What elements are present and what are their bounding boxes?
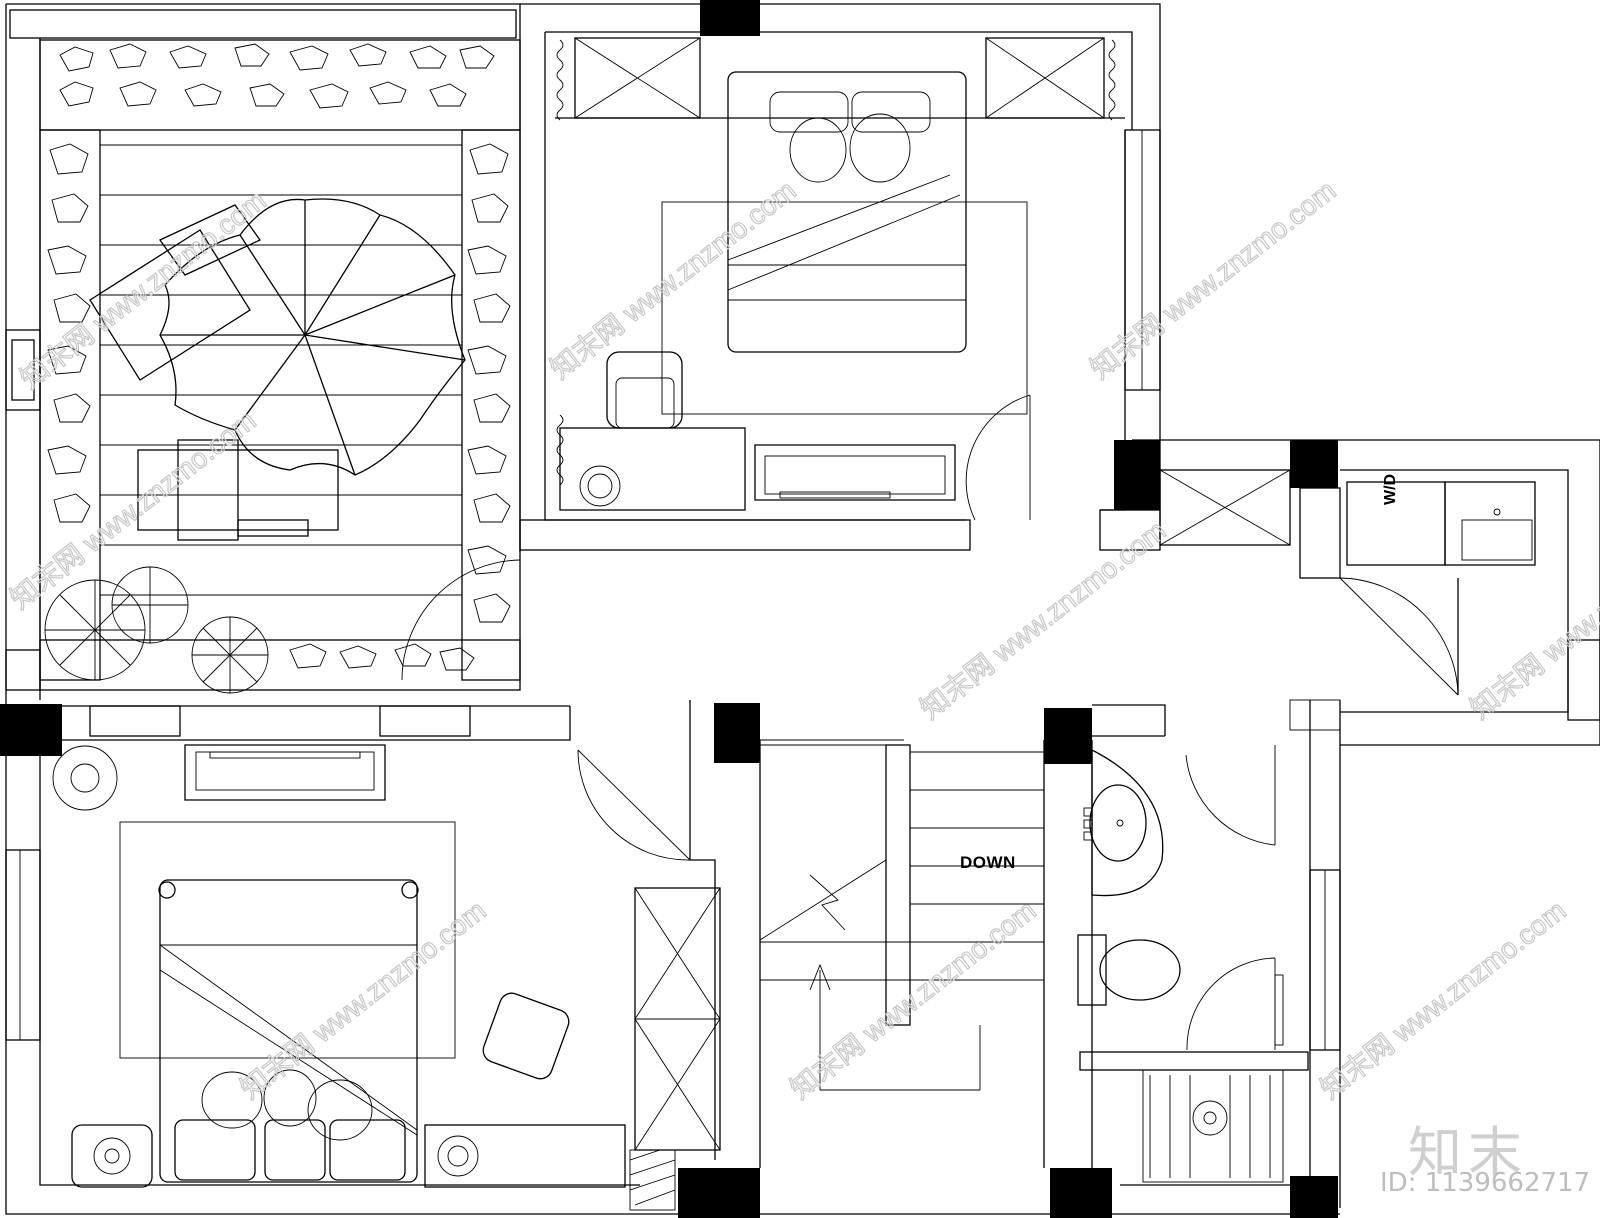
outdoor-table — [137, 439, 339, 541]
hall-and-stairs — [629, 700, 1093, 1211]
watermark-site-5: 知末网 www.znzmo.com — [915, 514, 1172, 724]
watermark-site-9: 知末网 www.znzmo.com — [1315, 894, 1572, 1104]
patio-umbrella — [159, 198, 466, 476]
lower-bedroom — [5, 705, 691, 1188]
watermark-site-3: 知末网 www.znzmo.com — [1085, 174, 1342, 384]
watermark-site-8: 知末网 www.znzmo.com — [785, 894, 1042, 1104]
stair-treads — [760, 751, 1044, 981]
stone-paving-pattern — [47, 43, 511, 671]
watermark-site-2: 知末网 www.znzmo.com — [545, 174, 802, 384]
plant-cluster — [44, 566, 269, 694]
watermark-brand-logo: 知末 — [1408, 1121, 1528, 1184]
structural-columns — [0, 0, 1338, 1218]
watermark-site-4: 知末网 www.znzmo.com — [5, 404, 262, 614]
washer-dryer-label: W/D — [1382, 473, 1399, 505]
bathroom — [1077, 699, 1341, 1183]
watermark-site-1: 知末网 www.znzmo.com — [15, 184, 272, 394]
deck-planks — [100, 144, 462, 596]
stair-down-label: DOWN — [960, 853, 1016, 872]
watermark-site-7: 知末网 www.znzmo.com — [235, 894, 492, 1104]
top-bedroom — [519, 32, 1161, 551]
laundry-room — [1099, 469, 1600, 721]
terrace — [5, 39, 521, 694]
watermark-id-text: ID: 1139662717 — [1380, 1168, 1591, 1198]
exterior-walls — [5, 3, 1600, 1215]
lounge-chair — [89, 204, 261, 381]
